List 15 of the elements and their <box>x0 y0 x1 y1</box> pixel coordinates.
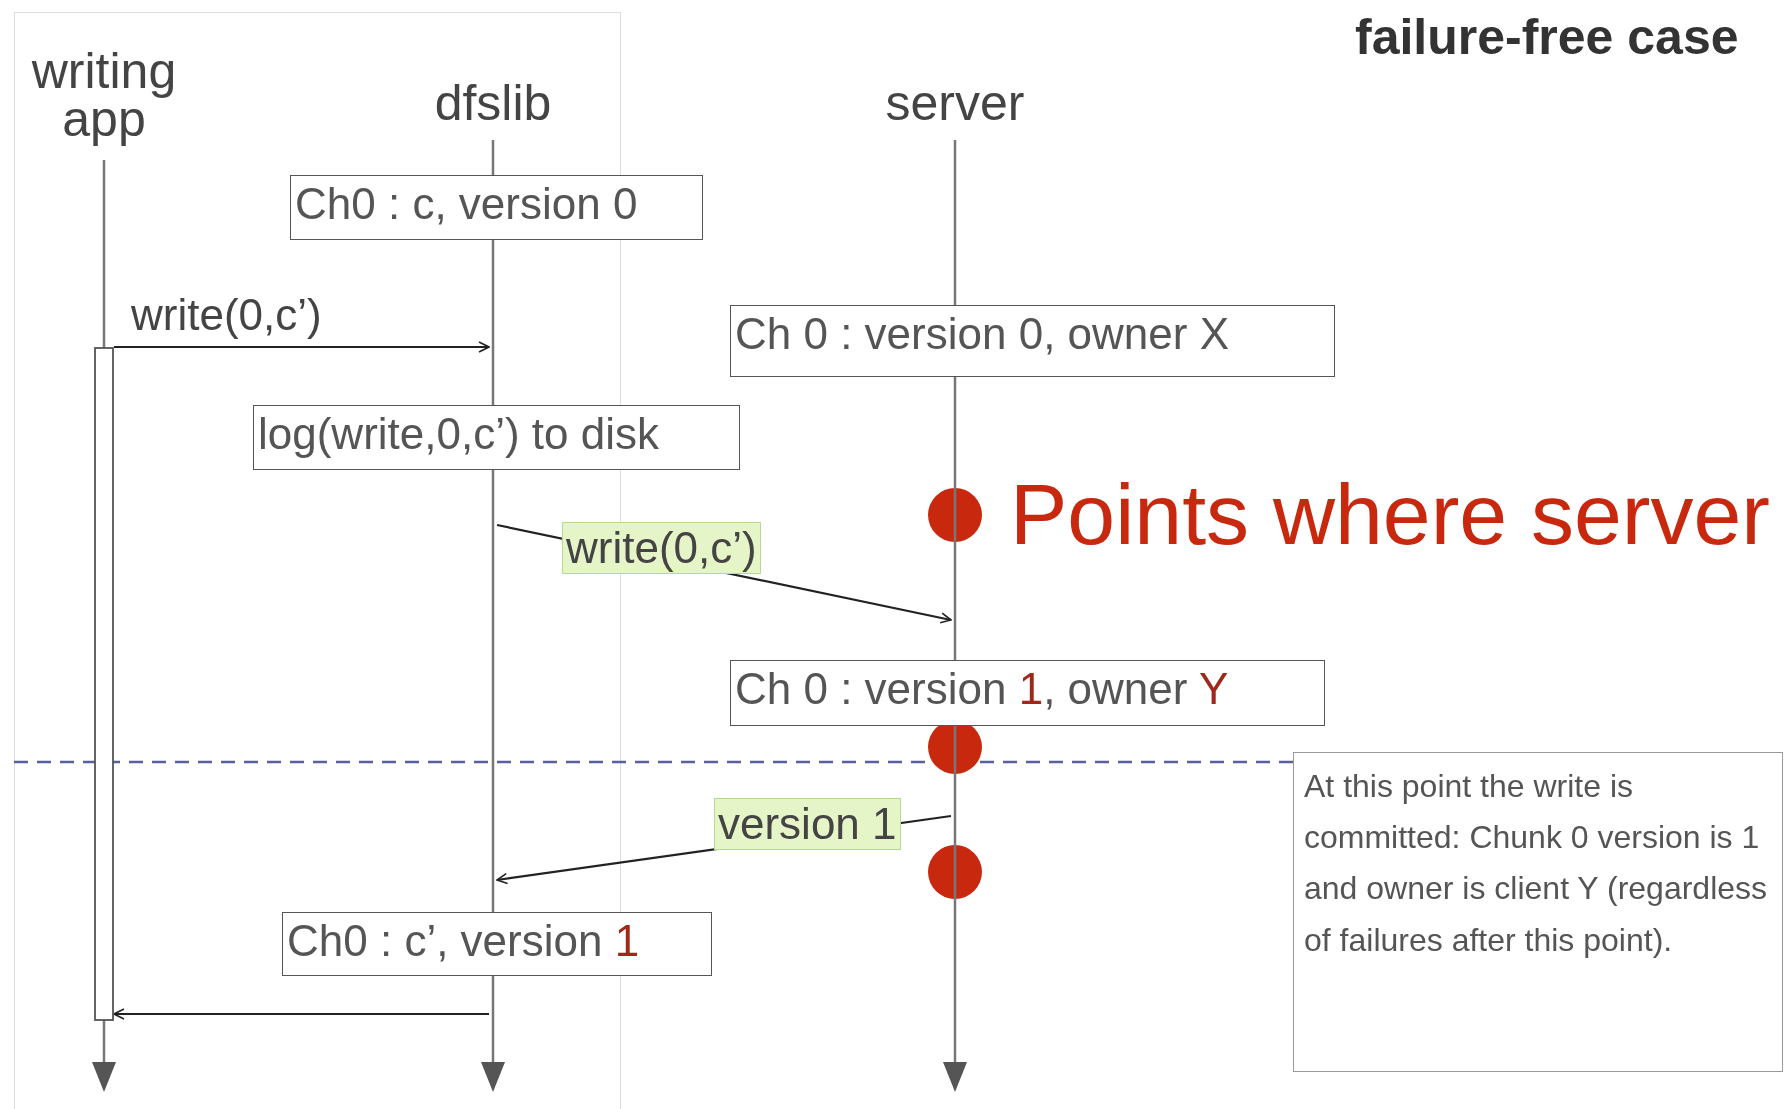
edge-label: write(0,c’) <box>562 522 761 574</box>
diagram-title: failure-free case <box>1355 8 1739 66</box>
state-note: Ch0 : c, version 0 <box>290 175 703 240</box>
participant-name: server <box>884 80 1026 128</box>
state-note: Ch 0 : version 1, owner Y <box>730 660 1325 726</box>
state-note: log(write,0,c’) to disk <box>253 405 740 470</box>
annotation-text: Points where server <box>1010 465 1770 564</box>
message-arrow <box>114 341 490 353</box>
state-note: Ch0 : c’, version 1 <box>282 912 712 976</box>
edge-label: version 1 <box>714 798 901 850</box>
state-note: Ch 0 : version 0, owner X <box>730 305 1335 377</box>
participant-name: dfslib <box>433 80 553 128</box>
message-arrow <box>113 1008 489 1020</box>
edge-label: write(0,c’) <box>130 290 323 340</box>
comment-note: At this point the write is committed: Chunk 0 version is 1 and owner is client Y (regardless of failures after this point). <box>1293 752 1783 1072</box>
